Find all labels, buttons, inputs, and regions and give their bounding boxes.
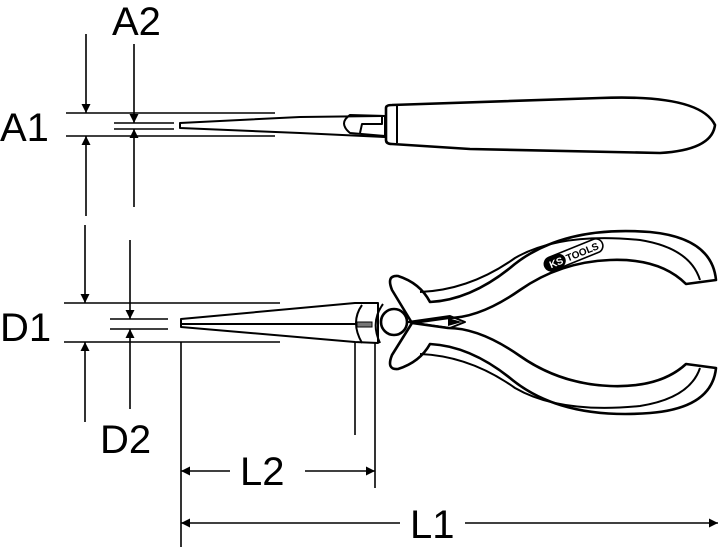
jaws-plan xyxy=(180,302,379,344)
joint-left-curve xyxy=(355,304,363,344)
joint-side-detail xyxy=(343,114,386,137)
joint-right-curve xyxy=(374,303,384,344)
label-a1: A1 xyxy=(0,106,49,150)
label-l2: L2 xyxy=(240,450,285,494)
spring-clip-icon xyxy=(359,116,383,134)
ks-tools-logo: KS TOOLS xyxy=(543,238,604,272)
spring-core xyxy=(448,318,462,326)
lower-handle xyxy=(388,321,718,416)
label-d1: D1 xyxy=(0,306,51,350)
lower-handle-inner xyxy=(419,353,701,409)
upper-handle-inner xyxy=(419,237,701,293)
label-l1: L1 xyxy=(410,503,455,547)
label-a2: A2 xyxy=(112,0,161,44)
joint-slot xyxy=(356,321,373,328)
plan-view: D1 D2 KS TOOLS L2 xyxy=(0,225,718,547)
spring-detail xyxy=(407,315,466,329)
label-d2: D2 xyxy=(100,418,151,462)
handle-side xyxy=(384,96,717,155)
side-view: A2 A1 xyxy=(0,0,717,216)
upper-handle xyxy=(388,229,718,325)
pivot-rivet xyxy=(379,307,409,337)
logo-ks-text: KS xyxy=(548,256,565,272)
